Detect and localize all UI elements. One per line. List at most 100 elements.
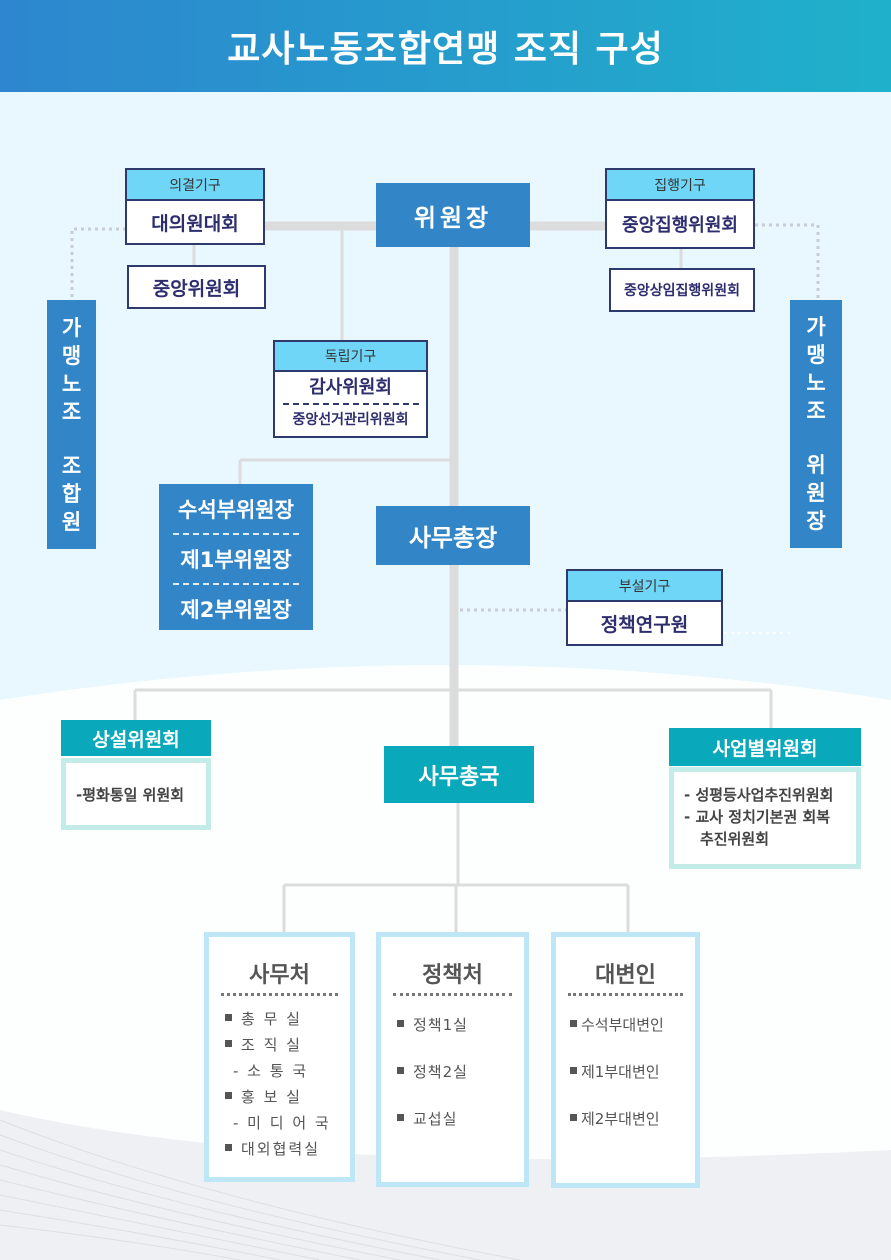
audit-committee-label: 감사위원회 bbox=[309, 377, 392, 398]
vice-chairs-divider bbox=[173, 583, 299, 585]
list-item-label: 총 무 실 bbox=[241, 1010, 302, 1028]
list-item: 홍 보 실 bbox=[225, 1084, 350, 1110]
vice-chairs-divider bbox=[173, 533, 299, 535]
project-committee-title: 사업별위원회 bbox=[712, 737, 818, 760]
department-title: 정책처 bbox=[422, 963, 483, 988]
secretariat-box: 사무총국 bbox=[384, 746, 534, 803]
list-item: 정책1실 bbox=[397, 1002, 524, 1049]
list-item: 정책2실 bbox=[397, 1049, 524, 1096]
independent-tag-label: 독립기구 bbox=[324, 349, 377, 365]
second-vice-chair-label: 제2부위원장 bbox=[180, 598, 292, 622]
header-banner: 교사노동조합연맹 조직 구성 bbox=[0, 0, 891, 92]
secretary-general-box: 사무총장 bbox=[376, 506, 530, 565]
list-item: 조 직 실 bbox=[225, 1032, 350, 1058]
list-item-label: 제2부대변인 bbox=[581, 1110, 660, 1128]
list-item: 수석부대변인 bbox=[570, 1002, 695, 1049]
right-vertical-char: 노 bbox=[806, 371, 826, 395]
political-rights-committee-label-cont: 추진위원회 bbox=[700, 830, 770, 848]
chairman-label: 위원장 bbox=[413, 203, 493, 232]
list-item: 제1부대변인 bbox=[570, 1049, 695, 1096]
project-committee-list: - 성평등사업추진위원회 - 교사 정치기본권 회복 추진위원회 bbox=[669, 767, 861, 869]
right-vertical-char: 조 bbox=[806, 399, 826, 423]
independent-divider bbox=[282, 403, 419, 405]
department-item-list: 정책1실 정책2실 교섭실 bbox=[381, 996, 524, 1143]
list-item: - 미 디 어 국 bbox=[225, 1110, 350, 1136]
page-title: 교사노동조합연맹 조직 구성 bbox=[227, 29, 664, 70]
square-bullet-icon bbox=[570, 1020, 577, 1027]
list-item-label: - 소 통 국 bbox=[233, 1062, 309, 1080]
standing-committee-list: -평화통일 위원회 bbox=[61, 758, 211, 830]
decision-body-tag: 의결기구 bbox=[125, 168, 265, 199]
central-committee-box: 중앙위원회 bbox=[127, 265, 266, 309]
central-standing-executive-committee-label: 중앙상임집행위원회 bbox=[624, 283, 740, 299]
list-item: 교섭실 bbox=[397, 1096, 524, 1143]
left-vertical-char: 가 bbox=[61, 315, 82, 340]
department-policy: 정책처 정책1실 정책2실 교섭실 bbox=[376, 932, 529, 1187]
square-bullet-icon bbox=[225, 1040, 232, 1047]
vice-chairs-box: 수석부위원장 제1부위원장 제2부위원장 bbox=[159, 484, 313, 630]
department-secretariat: 사무처 총 무 실 조 직 실 - 소 통 국 홍 보 실 - 미 디 어 국 … bbox=[204, 932, 355, 1182]
central-executive-committee-box: 중앙집행위원회 bbox=[605, 199, 755, 249]
executive-tag-label: 집행기구 bbox=[654, 177, 706, 194]
list-item-label: 정책1실 bbox=[413, 1016, 468, 1034]
delegates-assembly-box: 대의원대회 bbox=[125, 199, 265, 245]
peace-unification-committee-label: -평화통일 위원회 bbox=[76, 785, 185, 804]
list-item-label: 수석부대변인 bbox=[581, 1016, 664, 1034]
left-vertical-char: 맹 bbox=[61, 343, 82, 368]
left-vertical-char: 합 bbox=[61, 481, 82, 506]
department-divider bbox=[393, 993, 512, 996]
affiliated-tag-label: 부설기구 bbox=[618, 578, 671, 595]
independent-body-tag: 독립기구 bbox=[273, 340, 428, 370]
list-item: 대외협력실 bbox=[225, 1136, 350, 1162]
square-bullet-icon bbox=[397, 1067, 404, 1074]
square-bullet-icon bbox=[225, 1092, 232, 1099]
central-executive-committee-label: 중앙집행위원회 bbox=[622, 215, 738, 236]
right-vertical-char: 맹 bbox=[806, 343, 826, 367]
policy-institute-label: 정책연구원 bbox=[600, 613, 689, 636]
secretary-general-label: 사무총장 bbox=[408, 524, 498, 552]
square-bullet-icon bbox=[570, 1114, 577, 1121]
standing-committee-title-box: 상설위원회 bbox=[61, 720, 211, 756]
square-bullet-icon bbox=[225, 1144, 232, 1151]
election-committee-label: 중앙선거관리위원회 bbox=[292, 412, 409, 428]
list-item: - 소 통 국 bbox=[225, 1058, 350, 1084]
department-title: 대변인 bbox=[595, 963, 656, 988]
right-vertical-char: 원 bbox=[806, 481, 826, 505]
central-standing-executive-committee-box: 중앙상임집행위원회 bbox=[609, 268, 755, 312]
list-item-label: - 미 디 어 국 bbox=[233, 1114, 331, 1132]
senior-vice-chair-label: 수석부위원장 bbox=[178, 498, 294, 522]
delegates-assembly-label: 대의원대회 bbox=[151, 212, 239, 235]
list-item-label: 정책2실 bbox=[413, 1063, 468, 1081]
department-divider bbox=[221, 993, 338, 996]
department-item-list: 수석부대변인 제1부대변인 제2부대변인 bbox=[556, 996, 695, 1143]
chairman-box: 위원장 bbox=[376, 183, 530, 247]
list-item: 총 무 실 bbox=[225, 1006, 350, 1032]
gender-equality-committee-label: - 성평등사업추진위원회 bbox=[684, 786, 834, 804]
executive-body-tag: 집행기구 bbox=[605, 168, 755, 199]
left-vertical-char: 노 bbox=[61, 371, 82, 396]
left-vertical-char: 원 bbox=[61, 509, 82, 534]
secretariat-label: 사무총국 bbox=[418, 764, 500, 790]
list-item-label: 홍 보 실 bbox=[241, 1088, 302, 1106]
decision-tag-label: 의결기구 bbox=[169, 177, 221, 194]
department-spokesperson: 대변인 수석부대변인 제1부대변인 제2부대변인 bbox=[551, 932, 700, 1188]
square-bullet-icon bbox=[225, 1014, 232, 1021]
affiliate-union-members-box: 가 맹 노 조 조 합 원 bbox=[47, 300, 96, 549]
right-vertical-char: 가 bbox=[806, 315, 826, 339]
square-bullet-icon bbox=[397, 1114, 404, 1121]
list-item: 제2부대변인 bbox=[570, 1096, 695, 1143]
affiliated-body-tag: 부설기구 bbox=[566, 569, 723, 600]
left-vertical-char: 조 bbox=[61, 399, 82, 424]
left-vertical-char: 조 bbox=[61, 453, 82, 478]
independent-body-box: 감사위원회 중앙선거관리위원회 bbox=[273, 370, 428, 438]
list-item-label: 조 직 실 bbox=[241, 1036, 302, 1054]
list-item-label: 교섭실 bbox=[413, 1110, 458, 1128]
standing-committee-title: 상설위원회 bbox=[92, 728, 180, 751]
square-bullet-icon bbox=[397, 1020, 404, 1027]
department-title: 사무처 bbox=[249, 963, 310, 988]
first-vice-chair-label: 제1부위원장 bbox=[180, 548, 292, 572]
list-item-label: 제1부대변인 bbox=[581, 1063, 660, 1081]
political-rights-committee-label: - 교사 정치기본권 회복 bbox=[684, 808, 831, 826]
list-item-label: 대외협력실 bbox=[241, 1140, 321, 1158]
department-divider bbox=[568, 993, 683, 996]
